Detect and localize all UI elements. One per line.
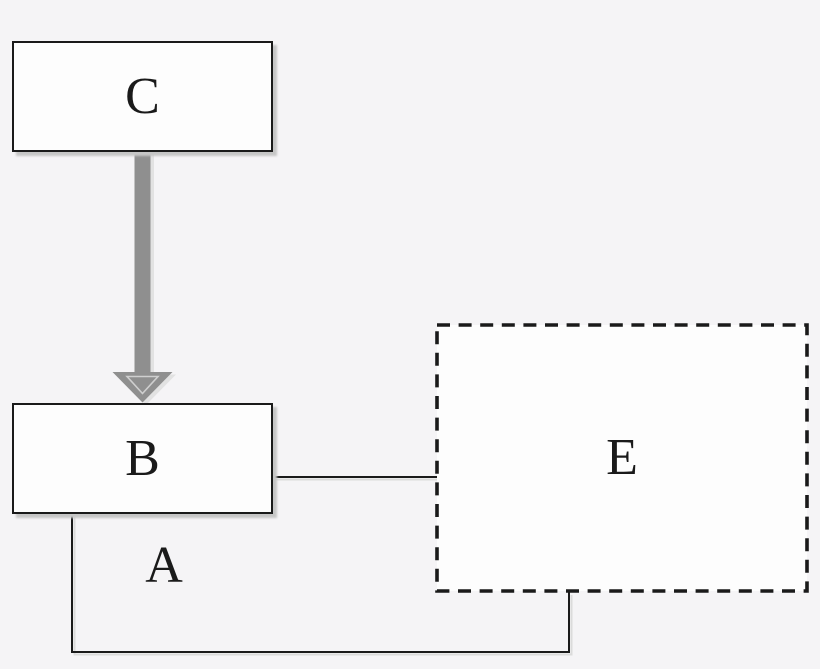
node-e: E [437, 325, 807, 591]
edge-b-to-e-bottom-line-shadow [73, 516, 573, 656]
node-c: C [12, 41, 273, 152]
node-e-box [435, 323, 809, 593]
node-b-label: B [125, 429, 160, 487]
node-e-label: E [606, 429, 638, 486]
node-b: B [12, 403, 273, 514]
arrowhead-icon [112, 372, 173, 403]
annotation-a: A [117, 537, 211, 594]
node-c-label: C [125, 67, 160, 125]
arrowhead-inner-outline [125, 375, 160, 395]
arrow-shaft [134, 149, 151, 375]
edge-b-to-e-bottom [71, 513, 570, 653]
annotation-a-label: A [145, 537, 183, 594]
